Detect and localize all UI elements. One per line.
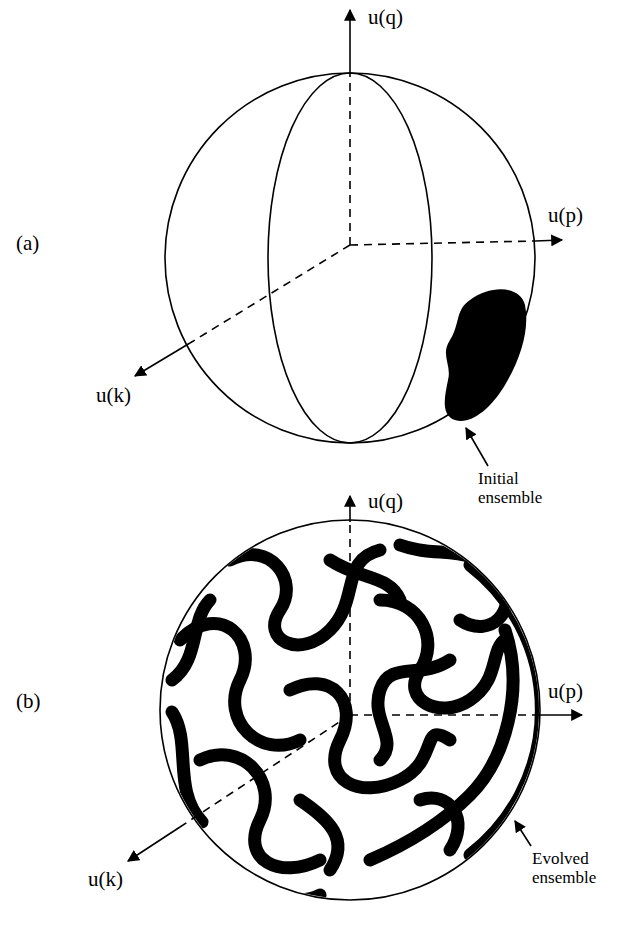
axis-dashed [350, 241, 535, 245]
initial-ensemble-blob [445, 289, 527, 421]
axis-arrow [349, 10, 351, 73]
axis-label: u(q) [368, 490, 403, 513]
axis-dashed [349, 522, 351, 715]
axis-dashed [190, 245, 350, 343]
leader-line [466, 428, 488, 466]
axis-label: u(p) [548, 204, 583, 227]
axes-a [135, 10, 562, 466]
panel-label: (b) [16, 690, 41, 713]
callout-label: Initial ensemble [478, 470, 558, 507]
axis-arrow [538, 714, 582, 716]
sphere-outline [165, 73, 535, 443]
axis-label: u(k) [96, 384, 131, 407]
axis-arrow [128, 827, 180, 861]
callout-label: Evolved ensemble [532, 850, 612, 887]
meridian [268, 73, 432, 443]
sphere-a [165, 73, 535, 443]
panel-label: (a) [16, 232, 39, 255]
axes-b [128, 496, 582, 861]
axis-dashed [180, 715, 350, 827]
axis-dashed [349, 73, 351, 245]
evolved-ensemble-swirls [172, 545, 541, 900]
axis-label: u(q) [368, 6, 403, 29]
axis-dashed [350, 714, 538, 716]
axis-arrow [535, 240, 562, 241]
axis-label: u(k) [88, 868, 123, 891]
sphere-b [160, 520, 540, 900]
leader-line [515, 821, 531, 846]
axis-arrow [135, 343, 190, 376]
axis-label: u(p) [548, 680, 583, 703]
sphere-outline [160, 520, 540, 900]
axis-arrow [349, 496, 351, 522]
